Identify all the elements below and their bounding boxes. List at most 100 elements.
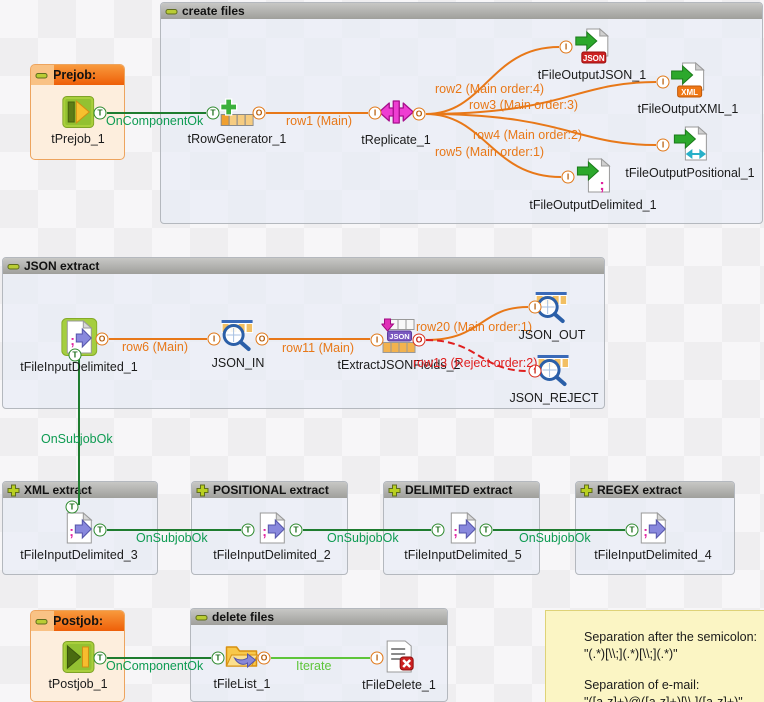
treplicate-icon: [378, 100, 414, 132]
component-tfileoutputjson-1[interactable]: JSON tFileOutputJSON_1: [538, 27, 646, 82]
tfilelist-icon: [225, 646, 259, 676]
component-tfileoutputpositional-1[interactable]: tFileOutputPositional_1: [625, 125, 755, 180]
connection-label: OnSubjobOk: [519, 531, 591, 545]
collapse-minus-icon[interactable]: [35, 615, 48, 628]
svg-text:JSON: JSON: [583, 54, 605, 63]
component-json-out[interactable]: JSON_OUT: [519, 290, 585, 342]
component-json-in[interactable]: JSON_IN: [212, 318, 264, 370]
trigger-port[interactable]: T: [68, 348, 82, 362]
sticky-note[interactable]: Separation after the semicolon: "(.*)[\\…: [545, 610, 764, 702]
component-label: tFileInputDelimited_1: [20, 360, 138, 374]
note-line: "(.*)[\\;](.*)[\\;](.*)": [584, 647, 678, 661]
component-label: tPrejob_1: [51, 132, 105, 146]
component-tfileinputdelimited-5[interactable]: ; tFileInputDelimited_5: [404, 511, 522, 562]
connection-label: row1 (Main): [286, 114, 352, 128]
trigger-port[interactable]: T: [206, 106, 220, 120]
component-tfileoutputxml-1[interactable]: XML tFileOutputXML_1: [638, 61, 738, 116]
component-treplicate-1[interactable]: tReplicate_1: [361, 99, 431, 147]
output-port[interactable]: O: [257, 651, 271, 665]
component-trowgenerator-1[interactable]: tRowGenerator_1: [188, 98, 286, 146]
subjob-title: DELIMITED extract: [405, 483, 513, 497]
trigger-port[interactable]: T: [211, 651, 225, 665]
collapse-minus-icon[interactable]: [195, 611, 208, 624]
subjob-delete-files-header[interactable]: delete files: [191, 609, 447, 625]
component-tfilelist-1[interactable]: tFileList_1: [214, 641, 270, 691]
trowgenerator-icon: [220, 98, 254, 131]
connection-label: row2 (Main order:4): [435, 82, 545, 96]
component-tfileoutputdelimited-1[interactable]: ; tFileOutputDelimited_1: [529, 157, 657, 212]
subjob-regex-extract-header[interactable]: REGEX extract: [576, 482, 734, 498]
collapse-minus-icon[interactable]: [7, 260, 20, 273]
output-port[interactable]: O: [95, 332, 109, 346]
connection-label: OnSubjobOk: [136, 531, 208, 545]
tfileoutputdelimited-icon: ;: [576, 157, 611, 197]
svg-text:;: ;: [643, 523, 648, 539]
output-port[interactable]: O: [412, 333, 426, 347]
collapse-plus-icon[interactable]: [580, 484, 593, 497]
svg-text:;: ;: [262, 523, 267, 539]
input-port[interactable]: I: [207, 332, 221, 346]
connection-label: row4 (Main order:2): [473, 128, 583, 142]
prejob-header[interactable]: Prejob:: [31, 65, 124, 85]
tlogrow-icon: [220, 320, 256, 355]
collapse-minus-icon[interactable]: [165, 5, 178, 18]
subjob-json-extract-header[interactable]: JSON extract: [3, 258, 604, 274]
trigger-port[interactable]: T: [241, 523, 255, 537]
input-port[interactable]: I: [559, 40, 573, 54]
input-port[interactable]: I: [528, 364, 542, 378]
postjob-header[interactable]: Postjob:: [31, 611, 124, 631]
tprejob-icon: [61, 96, 94, 131]
subjob-positional-extract-header[interactable]: POSITIONAL extract: [192, 482, 347, 498]
subjob-title: XML extract: [24, 483, 92, 497]
connection-label: OnSubjobOk: [327, 531, 399, 545]
component-tfileinputdelimited-1[interactable]: ; tFileInputDelimited_1: [20, 318, 138, 374]
connection-label: Iterate: [296, 659, 332, 673]
trigger-port[interactable]: T: [625, 523, 639, 537]
input-port[interactable]: I: [368, 106, 382, 120]
subjob-regex-extract[interactable]: REGEX extract: [575, 481, 735, 575]
input-port[interactable]: I: [656, 138, 670, 152]
collapse-minus-icon[interactable]: [35, 69, 48, 82]
trigger-port[interactable]: T: [65, 500, 79, 514]
collapse-plus-icon[interactable]: [196, 484, 209, 497]
component-label: tFileInputDelimited_3: [20, 548, 138, 562]
trigger-port[interactable]: T: [93, 106, 107, 120]
subjob-title: REGEX extract: [597, 483, 682, 497]
input-port[interactable]: I: [561, 170, 575, 184]
output-port[interactable]: O: [252, 106, 266, 120]
subjob-delimited-extract-header[interactable]: DELIMITED extract: [384, 482, 539, 498]
output-port[interactable]: O: [255, 332, 269, 346]
note-line: Separation of e-mail:: [584, 678, 700, 692]
subjob-create-files-header[interactable]: create files: [161, 3, 762, 19]
component-label: tFileInputDelimited_4: [594, 548, 712, 562]
input-port[interactable]: I: [370, 333, 384, 347]
trigger-port[interactable]: T: [93, 523, 107, 537]
note-spacer: [584, 663, 764, 677]
svg-text:;: ;: [453, 523, 458, 539]
subjob-positional-extract[interactable]: POSITIONAL extract: [191, 481, 348, 575]
trigger-port[interactable]: T: [289, 523, 303, 537]
component-tfileinputdelimited-2[interactable]: ; tFileInputDelimited_2: [213, 511, 331, 562]
subjob-title: delete files: [212, 610, 275, 624]
component-tfiledelete-1[interactable]: tFileDelete_1: [362, 640, 436, 692]
component-tfileinputdelimited-4[interactable]: ; tFileInputDelimited_4: [594, 511, 712, 562]
component-tfileinputdelimited-3[interactable]: ; tFileInputDelimited_3: [20, 511, 138, 562]
trigger-port[interactable]: T: [431, 523, 445, 537]
component-tpostjob-1[interactable]: tPostjob_1: [48, 641, 108, 691]
component-json-reject[interactable]: JSON_REJECT: [510, 353, 598, 405]
input-port[interactable]: I: [528, 300, 542, 314]
prejob-box[interactable]: Prejob:: [30, 64, 125, 160]
input-port[interactable]: I: [656, 75, 670, 89]
subjob-xml-extract-header[interactable]: XML extract: [3, 482, 157, 498]
tfiledelete-icon: [383, 640, 415, 677]
collapse-plus-icon[interactable]: [388, 484, 401, 497]
trigger-port[interactable]: T: [93, 651, 107, 665]
tfileinputdelimited-icon: ;: [65, 511, 93, 547]
output-port[interactable]: O: [412, 107, 426, 121]
collapse-plus-icon[interactable]: [7, 484, 20, 497]
input-port[interactable]: I: [370, 651, 384, 665]
component-tprejob-1[interactable]: tPrejob_1: [51, 96, 105, 146]
tfileoutputxml-icon: XML: [671, 61, 706, 101]
trigger-port[interactable]: T: [479, 523, 493, 537]
